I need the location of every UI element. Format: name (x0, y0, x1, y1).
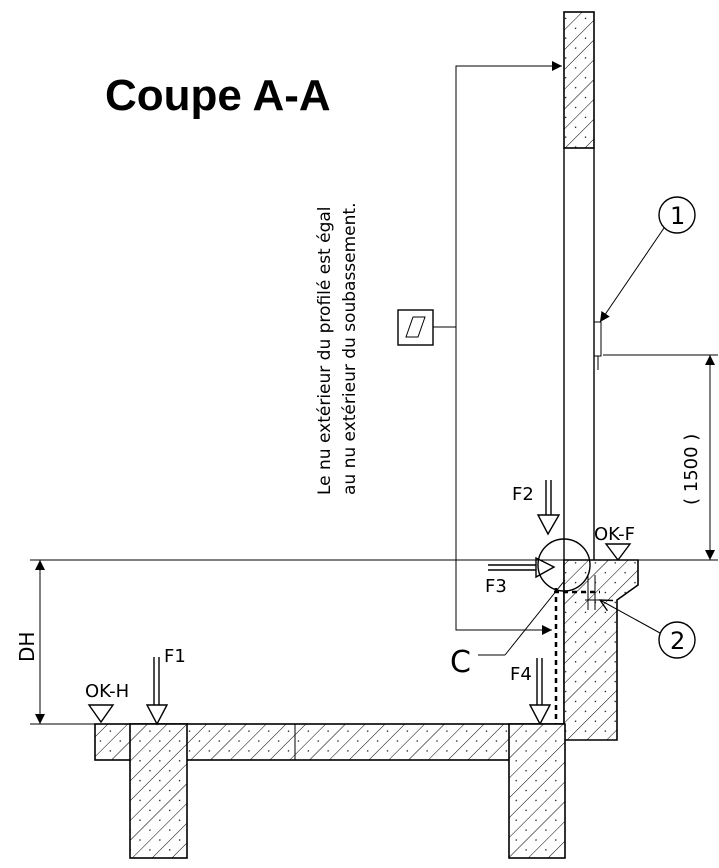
f2-label: F2 (512, 484, 534, 505)
f1-label: F1 (164, 646, 186, 667)
exterior-plinth (563, 559, 639, 741)
ok-f-label: OK-F (594, 524, 635, 545)
detail-c-label: C (450, 645, 471, 680)
note-line-2: au nu extérieur du soubassement. (340, 203, 360, 495)
left-foundation (129, 723, 188, 859)
bracket-line (455, 65, 555, 631)
callout-2-circle (658, 621, 696, 659)
f3-arrow-icon (535, 556, 556, 579)
callout-1-label: 1 (670, 202, 685, 230)
f4-label: F4 (510, 664, 532, 685)
upper-wall-section (563, 11, 595, 149)
f1-arrow-icon (145, 704, 169, 726)
right-foundation (508, 723, 566, 859)
symbol-box (397, 309, 434, 346)
callout-2-leader (600, 600, 661, 634)
ok-f-level-icon (604, 543, 632, 562)
callout-1-leader (599, 227, 665, 323)
callout-1-circle (658, 196, 696, 234)
ok-h-level-icon (87, 704, 115, 724)
callout-2-label: 2 (670, 627, 685, 655)
dim-1500-label: ( 1500 ) (681, 434, 702, 505)
f2-arrow-icon (536, 514, 561, 536)
parallelogram-symbol-icon (405, 316, 426, 338)
ok-h-label: OK-H (85, 681, 129, 702)
dh-label: DH (15, 632, 39, 662)
note-line-1: Le nu extérieur du profilé est égal (315, 206, 335, 495)
f3-label: F3 (485, 576, 507, 597)
anchor-detail (585, 575, 600, 610)
component-1 (593, 321, 602, 357)
section-title: Coupe A-A (105, 71, 331, 120)
f4-arrow-icon (528, 704, 552, 726)
